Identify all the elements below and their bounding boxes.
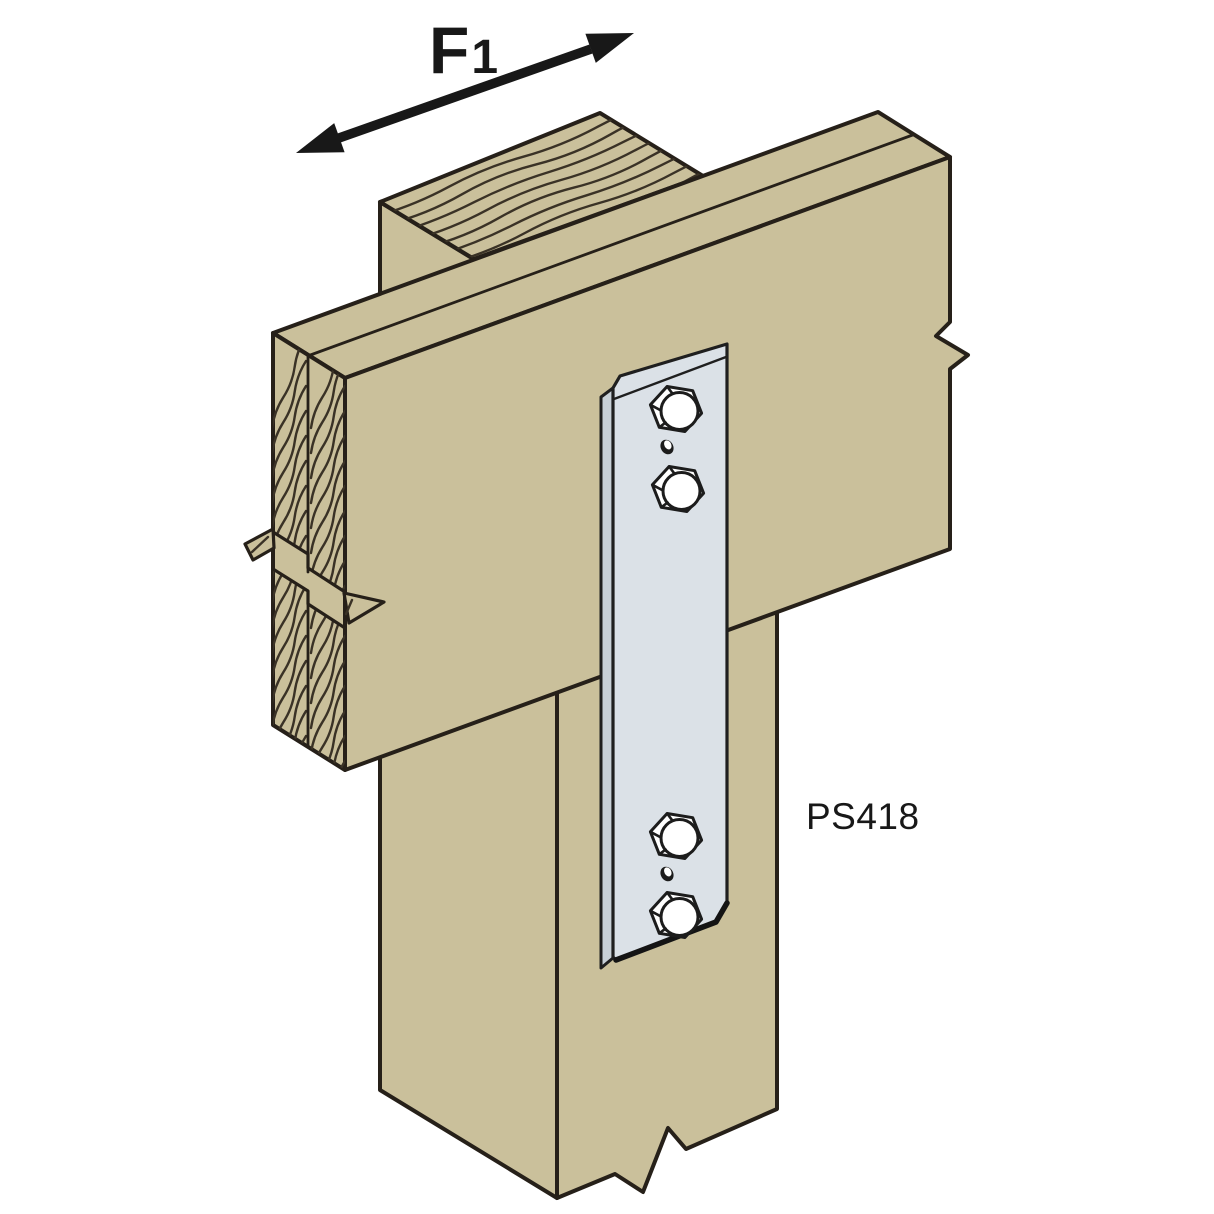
break-cut-lower <box>271 567 347 630</box>
break-cut-upper <box>271 530 347 594</box>
break-splinter-right-grain <box>344 598 354 616</box>
double-headed-arrow-icon <box>337 44 593 143</box>
beam-end-break-symbol <box>243 331 386 772</box>
arrow-head-left <box>296 123 345 153</box>
beam-top-ply-line <box>307 133 916 357</box>
break-splinter-right <box>342 591 386 625</box>
strap-thickness-edge <box>599 386 615 970</box>
strap-top-bevel-line <box>612 355 728 401</box>
beam-end-grain-lower <box>273 569 345 770</box>
force-arrow-f1: F1 <box>296 13 634 153</box>
part-label-ps418: PS418 <box>806 796 920 837</box>
arrow-head-right <box>585 33 634 63</box>
strap-ps418 <box>599 342 730 970</box>
strap-bottom-edge <box>613 900 730 963</box>
strap-face <box>611 342 729 962</box>
break-splinter-left-grain <box>250 535 270 554</box>
force-label: F1 <box>429 13 498 87</box>
